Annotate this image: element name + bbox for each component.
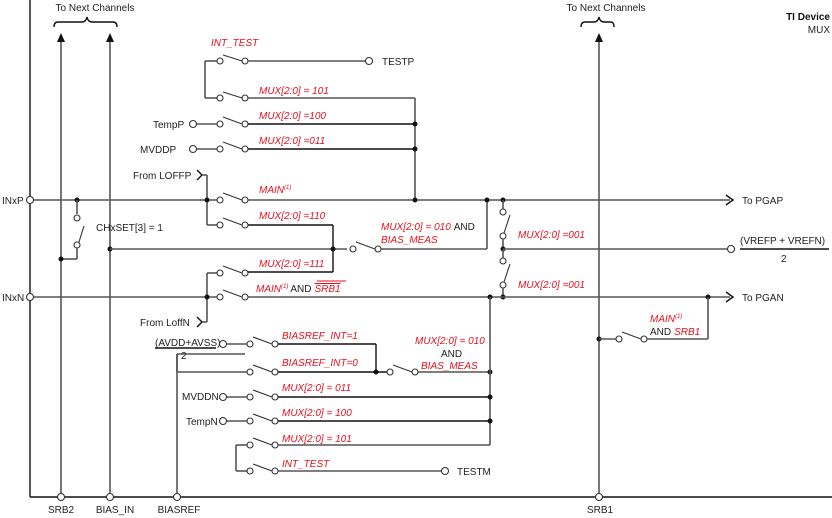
- to-pgap-label: To PGAP: [742, 196, 783, 207]
- main-srb1-switch[interactable]: [596, 297, 709, 343]
- main-p-switch[interactable]: [216, 192, 249, 204]
- mux-100-n-label: MUX[2:0] = 100: [282, 408, 352, 419]
- mux-101-p-label: MUX[2:0] = 101: [259, 86, 329, 97]
- tempp-pin: [188, 119, 198, 129]
- inxp-pin[interactable]: [25, 195, 35, 205]
- mvddn-label: MVDDN: [182, 392, 219, 403]
- mux-101-n-label: MUX[2:0] = 101: [282, 434, 352, 445]
- biasref-pin[interactable]: [172, 492, 182, 502]
- srb1-pin[interactable]: [594, 492, 604, 502]
- vref-pin[interactable]: [726, 244, 736, 254]
- mux-011-p-label: MUX[2:0] =011: [259, 136, 325, 147]
- mux-001-top-switch[interactable]: [499, 197, 511, 252]
- avdd-avss-numerator: (AVDD+AVSS): [155, 338, 220, 349]
- tempn-label: TempN: [186, 417, 218, 428]
- biasref-int0-label: BIASREF_INT=0: [282, 358, 358, 369]
- from-loffn-label: From LoffN: [140, 318, 190, 329]
- mux-111-label: MUX[2:0] =111: [259, 259, 325, 270]
- bias-in-pin[interactable]: [105, 492, 115, 502]
- bias-in-bus: [106, 33, 114, 493]
- vref-denominator: 2: [781, 254, 787, 265]
- bias-meas-p-switch[interactable]: [349, 197, 490, 253]
- inxn-pin[interactable]: [25, 292, 35, 302]
- testp-label: TESTP: [382, 57, 415, 68]
- chxset-label: CHxSET[3] = 1: [96, 223, 163, 234]
- bias-in-line: [107, 246, 347, 252]
- mux-001-top-label: MUX[2:0] =001: [518, 230, 585, 241]
- arrow-up-icon: [57, 33, 65, 42]
- main-p-label: MAIN(1): [259, 185, 291, 196]
- testm-label: TESTM: [457, 467, 491, 478]
- loffn-connector-icon: [196, 316, 203, 328]
- arrow-right-icon: [725, 291, 735, 303]
- mux-100-p-label: MUX[2:0] =100: [259, 111, 326, 122]
- int-test-n-switch[interactable]: [236, 463, 450, 476]
- main-srb1-label: MAIN(1): [650, 314, 682, 325]
- tempp-label: TempP: [153, 120, 184, 131]
- mux-011-n-switch[interactable]: [218, 389, 493, 402]
- mvddn-pin: [218, 392, 228, 402]
- brace-left: [53, 16, 118, 28]
- int-test-p-label: INT_TEST: [211, 38, 259, 49]
- bias-in-label: BIAS_IN: [96, 505, 134, 516]
- bias-meas-n-label: BIAS_MEAS: [421, 361, 478, 372]
- to-pgan-label: To PGAN: [742, 293, 784, 304]
- int-test-n-label: INT_TEST: [282, 459, 330, 470]
- srb2-pin[interactable]: [56, 492, 66, 502]
- srb1-label: SRB1: [587, 505, 614, 516]
- inxp-line: [25, 194, 735, 206]
- mux-001-bottom-label: MUX[2:0] =001: [518, 280, 585, 291]
- srb1-bus: [595, 33, 603, 493]
- arrow-up-icon: [106, 33, 114, 42]
- biasref-label: BIASREF: [158, 505, 201, 516]
- mux-010-n-label: MUX[2:0] = 010: [415, 336, 485, 347]
- vref-numerator: (VREFP + VREFN): [740, 236, 825, 247]
- bias-meas-p-label: BIAS_MEAS: [381, 235, 438, 246]
- mux-110-label: MUX[2:0] =110: [259, 211, 326, 222]
- inxn-line: [25, 291, 735, 303]
- mux-001-bottom-switch[interactable]: [499, 249, 511, 300]
- arrow-right-icon: [725, 194, 735, 206]
- and-n-label: AND: [441, 349, 462, 360]
- mux-011-n-label: MUX[2:0] = 011: [282, 383, 351, 394]
- biasref-int1-switch[interactable]: [218, 336, 377, 372]
- loffp-connector-icon: [196, 169, 203, 181]
- tempn-pin: [218, 416, 228, 426]
- bias-meas-n-switch[interactable]: [386, 364, 493, 376]
- brace-right: [580, 16, 615, 28]
- chxset-switch[interactable]: [58, 197, 85, 262]
- from-loffp-label: From LOFFP: [133, 171, 192, 182]
- next-channels-right-label: To Next Channels: [567, 3, 646, 14]
- biasref-int1-label: BIASREF_INT=1: [282, 331, 358, 342]
- next-channels-left-label: To Next Channels: [56, 3, 135, 14]
- int-test-p-switch[interactable]: [204, 54, 374, 98]
- mux-110-switch[interactable]: [207, 217, 334, 272]
- mux-011-p-switch[interactable]: [188, 141, 418, 154]
- subtitle-label: MUX: [808, 25, 831, 36]
- srb2-label: SRB2: [48, 505, 75, 516]
- mux-100-p-switch[interactable]: [188, 116, 418, 129]
- brand-label: TI Device: [786, 12, 830, 23]
- mux-101-n-switch[interactable]: [236, 437, 490, 449]
- avdd-avss-denominator: 2: [181, 351, 187, 362]
- mux-101-p-switch[interactable]: [205, 91, 416, 200]
- inxn-label: INxN: [2, 293, 24, 304]
- biasref-int0-switch[interactable]: [246, 364, 387, 376]
- device-boundary: [29, 0, 832, 498]
- mux-111-switch[interactable]: [207, 265, 333, 277]
- arrow-up-icon: [595, 33, 603, 42]
- srb2-bus: [57, 33, 65, 493]
- inxp-label: INxP: [2, 196, 24, 207]
- main-n-switch[interactable]: [216, 289, 249, 301]
- mvddp-label: MVDDP: [140, 145, 176, 156]
- mvddp-pin: [188, 144, 198, 154]
- mux-100-n-switch[interactable]: [218, 413, 493, 426]
